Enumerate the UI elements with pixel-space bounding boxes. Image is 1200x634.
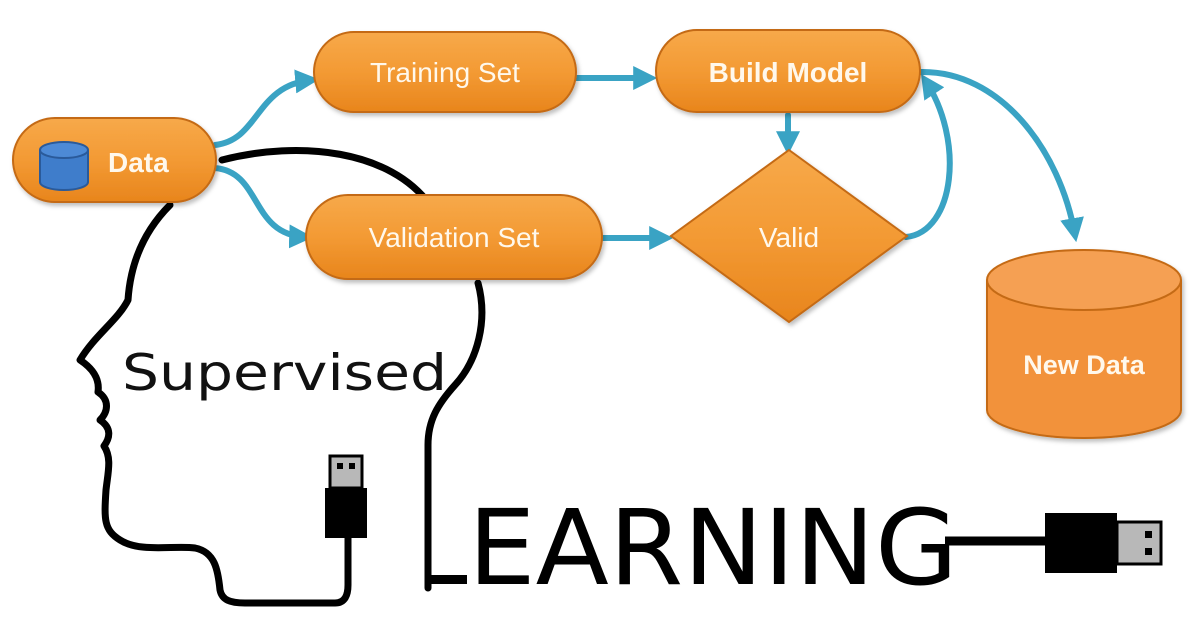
supervised-label: Supervised [122,344,447,402]
database-icon [39,141,89,191]
arrow-data-to-training [212,69,320,148]
node-valid-label: Valid [759,222,819,253]
arrow-build-to-newdata [917,68,1084,243]
node-validation-set[interactable] [305,194,603,280]
node-valid[interactable] [669,148,909,324]
arrow-valid-to-build [903,74,953,240]
node-validation-set-label: Validation Set [369,222,540,253]
learning-wordmark: EARNING [425,487,958,609]
usb-plug-icon [1045,513,1163,573]
node-data-label: Data [108,147,169,178]
learning-text: EARNING [468,487,958,609]
node-build-model-label: Build Model [709,57,868,88]
head-outline-icon [76,146,486,607]
usb-plug-icon [325,454,367,538]
node-new-data-label: New Data [1023,350,1146,380]
node-training-set-label: Training Set [370,57,520,88]
node-training-set[interactable] [313,31,577,113]
arrow-data-to-validation [212,165,314,249]
node-new-data[interactable] [986,249,1182,439]
node-build-model[interactable] [655,29,921,113]
